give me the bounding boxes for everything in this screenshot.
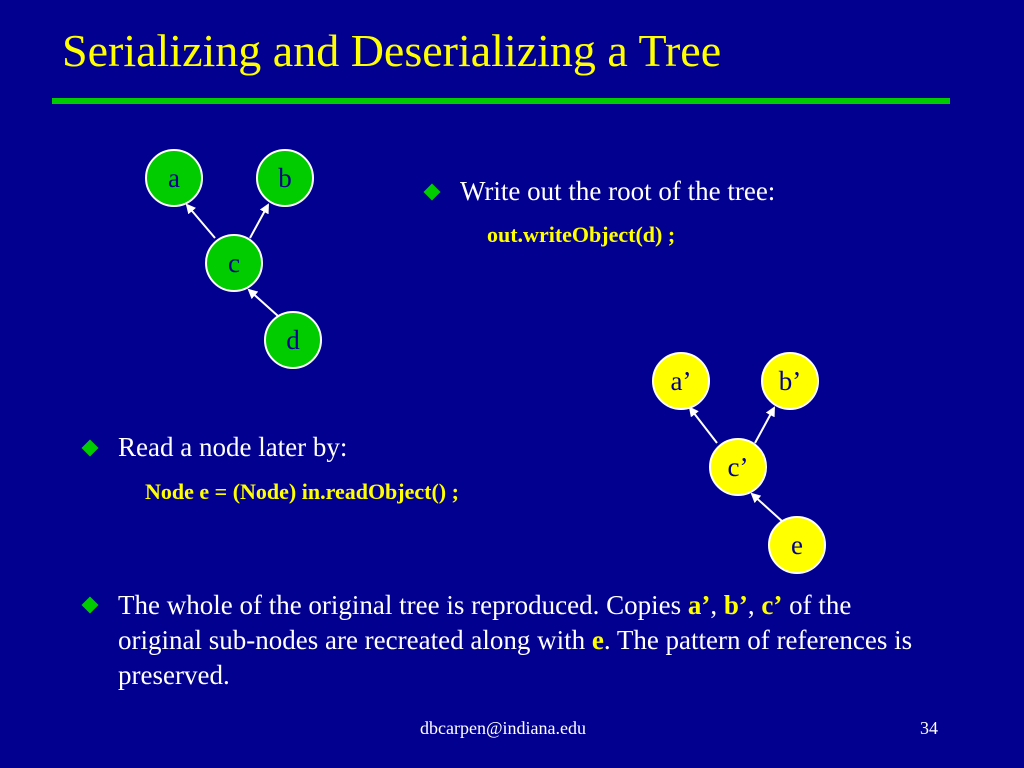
edge-d-to-c: [247, 288, 279, 317]
tree-node-c-prime: c’: [709, 438, 767, 496]
node-label-c: c: [228, 248, 240, 278]
summary-text-4: of the original sub-nodes are recreated …: [118, 590, 852, 656]
summary-text-2: ,: [710, 590, 724, 620]
bullet-write-root-text: Write out the root of the tree:: [460, 176, 776, 206]
node-label-a-prime: a’: [671, 366, 692, 396]
node-label-b: b: [278, 163, 292, 193]
slide-title: Serializing and Deserializing a Tree: [62, 25, 722, 76]
summary-text-5: . The pattern of references is preserved…: [118, 625, 913, 691]
tree-node-d: d: [264, 311, 322, 369]
summary-highlight-c-prime: c’: [761, 590, 783, 620]
bullet-read-node-text: Read a node later by:: [118, 432, 348, 462]
summary-text-3: ,: [747, 590, 762, 620]
tree-node-a: a: [145, 149, 203, 207]
tree-node-b: b: [256, 149, 314, 207]
tree-node-e: e: [768, 516, 826, 574]
node-label-a: a: [168, 163, 180, 193]
edge-c-to-a: [185, 203, 216, 239]
page-number: 34: [920, 718, 938, 738]
code-read-object: Node e = (Node) in.readObject() ;: [145, 479, 459, 504]
edge-c-prime-to-b-prime: [754, 406, 775, 444]
code-write-object: out.writeObject(d) ;: [487, 222, 676, 247]
tree-node-a-prime: a’: [652, 352, 710, 410]
title-underline: [52, 98, 950, 104]
tree-node-c: c: [205, 234, 263, 292]
edge-c-to-b: [249, 203, 269, 239]
bullet-summary-paragraph: The whole of the original tree is reprod…: [118, 588, 938, 693]
footer-email: dbcarpen@indiana.edu: [420, 718, 587, 738]
edge-c-prime-to-a-prime: [688, 406, 718, 444]
summary-highlight-a-prime: a’: [687, 590, 711, 620]
edge-e-to-c-prime: [750, 492, 784, 523]
summary-highlight-e: e: [591, 625, 604, 656]
node-label-e: e: [791, 530, 803, 560]
node-label-c-prime: c’: [728, 452, 749, 482]
tree-node-b-prime: b’: [761, 352, 819, 410]
summary-text-1: The whole of the original tree is reprod…: [118, 590, 688, 620]
summary-highlight-b-prime: b’: [723, 590, 748, 620]
node-label-b-prime: b’: [779, 366, 802, 396]
node-label-d: d: [286, 325, 300, 355]
